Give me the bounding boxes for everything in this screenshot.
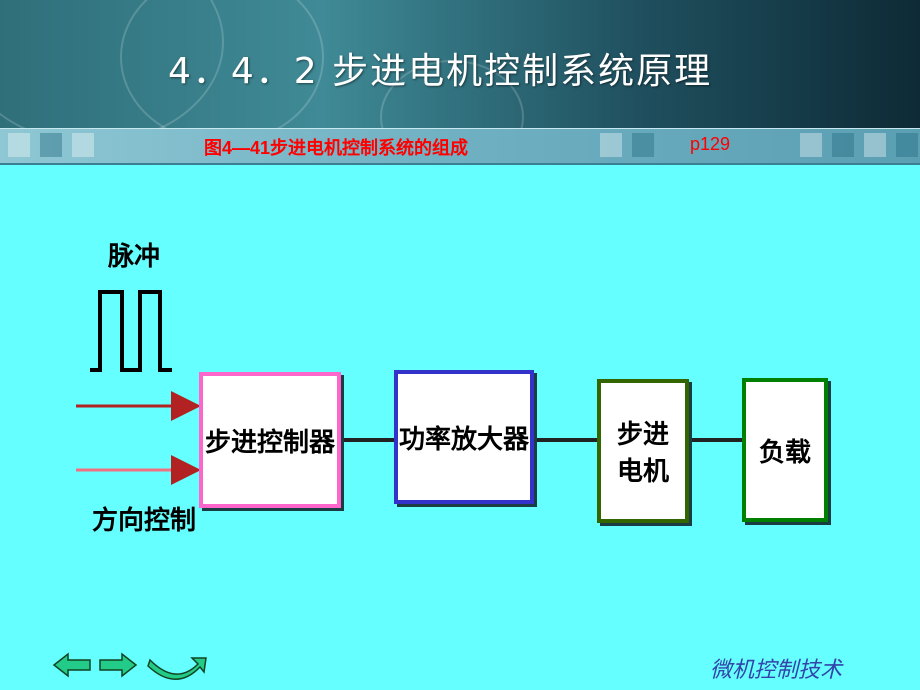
power-amplifier-block: 功率放大器 [394,370,534,504]
stepper-motor-label-line2: 电机 [616,457,669,487]
caption-band [0,128,920,165]
footer-course-title: 微机控制技术 [710,658,843,683]
previous-slide-button[interactable] [52,652,92,682]
return-button[interactable] [146,652,208,686]
slide-title: 4．4．2 步进电机控制系统原理 [168,51,713,92]
stepper-motor-label-line1: 步进 [616,420,669,450]
stepper-controller-label: 步进控制器 [204,427,335,458]
load-label: 负载 [758,437,811,468]
stepper-motor-block: 步进 电机 [597,379,689,523]
return-arrow-icon [147,657,207,680]
pulse-label: 脉冲 [108,242,161,272]
next-slide-button[interactable] [98,652,138,682]
stepper-controller-block: 步进控制器 [199,372,341,508]
direction-label: 方向控制 [92,506,197,536]
power-amplifier-label: 功率放大器 [398,424,529,455]
load-block: 负载 [742,378,828,522]
slide-header: 4．4．2 步进电机控制系统原理 [0,0,920,128]
left-arrow-icon [52,652,91,678]
pulse-waveform [90,290,172,372]
page-reference: p129 [690,134,731,154]
right-arrow-icon [99,652,138,678]
figure-caption: 图4—41步进电机控制系统的组成 [204,138,469,158]
